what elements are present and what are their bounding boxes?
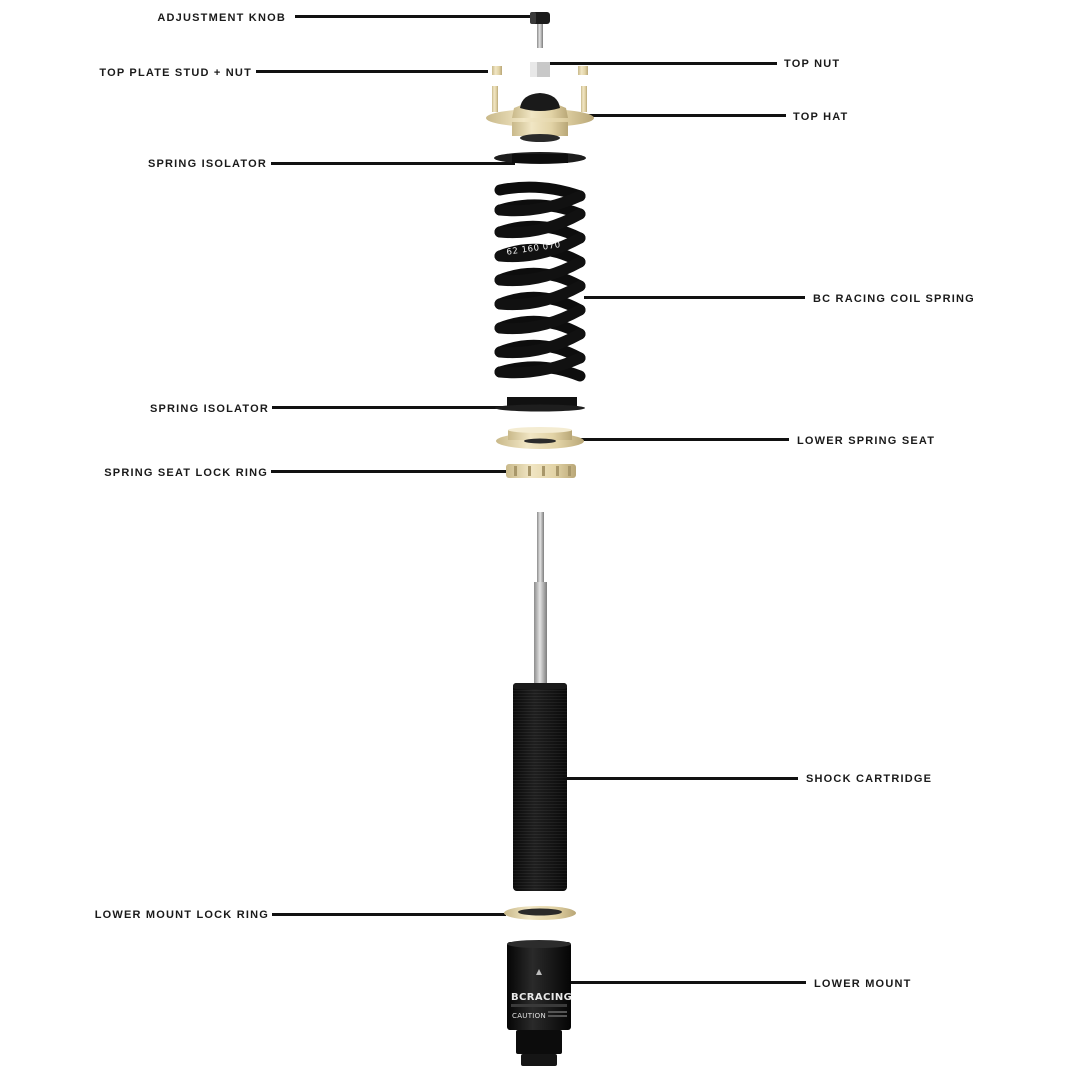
leader-top-plate-stud-nut	[256, 70, 488, 73]
leader-spring-isolator-bottom	[272, 406, 506, 409]
leader-lower-spring-seat	[557, 438, 789, 441]
leader-top-nut	[547, 62, 777, 65]
label-spring-isolator-top: SPRING ISOLATOR	[147, 158, 267, 170]
leader-spring-isolator-top	[271, 162, 515, 165]
lower-mount-part: BCRACING CAUTION	[507, 940, 572, 1066]
spring-seat-lock-ring-part	[506, 464, 576, 478]
label-spring-isolator-bottom: SPRING ISOLATOR	[149, 403, 269, 415]
spring-isolator-bottom-part	[495, 397, 585, 412]
label-lower-mount: LOWER MOUNT	[814, 978, 912, 990]
label-top-hat: TOP HAT	[793, 111, 849, 123]
label-lower-mount-lock-ring: LOWER MOUNT LOCK RING	[94, 909, 269, 921]
shock-cartridge-part	[513, 683, 567, 891]
leader-coil-spring	[580, 296, 805, 299]
label-coil-spring: BC RACING COIL SPRING	[813, 293, 975, 305]
adjustment-knob-part	[530, 12, 550, 48]
label-lower-spring-seat: LOWER SPRING SEAT	[797, 435, 936, 447]
label-top-plate-stud-nut: TOP PLATE STUD + NUT	[99, 67, 252, 79]
leader-lower-mount-lock-ring	[272, 913, 506, 916]
leader-lower-mount	[567, 981, 806, 984]
top-nut-part	[530, 62, 550, 77]
lower-spring-seat-part	[496, 427, 584, 449]
label-adjustment-knob: ADJUSTMENT KNOB	[157, 12, 286, 24]
leader-top-hat	[552, 114, 786, 117]
mount-caution-text: CAUTION	[512, 1012, 546, 1020]
lower-mount-lock-ring-part	[504, 906, 576, 920]
top-hat-part	[486, 86, 594, 142]
mount-brand-text: BCRACING	[511, 992, 572, 1003]
label-spring-seat-lock-ring: SPRING SEAT LOCK RING	[104, 467, 268, 479]
leader-shock-cartridge	[562, 777, 798, 780]
label-top-nut: TOP NUT	[784, 58, 841, 70]
label-shock-cartridge: SHOCK CARTRIDGE	[806, 773, 933, 785]
leader-adjustment-knob	[295, 15, 533, 18]
shock-shaft-part	[534, 512, 547, 686]
leader-spring-seat-lock-ring	[271, 470, 508, 473]
stud-nuts-small	[492, 66, 588, 75]
spring-isolator-top-part	[494, 152, 586, 164]
coil-spring-part: 62 160 070	[494, 181, 586, 382]
